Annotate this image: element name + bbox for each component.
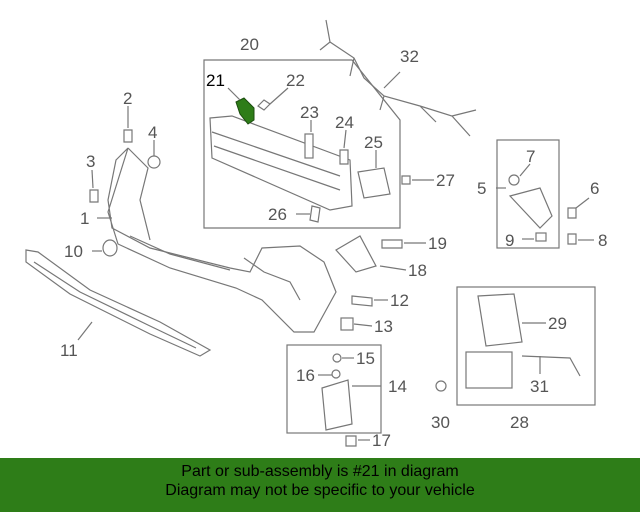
callout-26: 26	[268, 205, 287, 224]
part-18-bracket	[335, 235, 377, 273]
callout-25: 25	[364, 133, 383, 152]
part-15-nut	[332, 353, 342, 363]
callout-22: 22	[286, 71, 305, 90]
part-13-clip	[340, 317, 354, 331]
callout-27: 27	[436, 171, 455, 190]
part-30-grommet	[435, 380, 447, 392]
callout-28: 28	[510, 413, 529, 432]
callout-20: 20	[240, 35, 259, 54]
part-10-cap	[102, 239, 118, 257]
part-4-nut	[147, 155, 161, 169]
callout-23: 23	[300, 103, 319, 122]
callout-24: 24	[335, 113, 354, 132]
part-7-nut	[508, 174, 520, 186]
callout-7: 7	[526, 147, 535, 166]
bumper-reflector	[243, 257, 301, 301]
bumper-cover-edge	[127, 147, 151, 241]
part-14-panel	[321, 379, 353, 431]
part-23-stud	[304, 133, 314, 159]
callout-21: 21	[206, 71, 225, 90]
part-31-cable	[521, 355, 581, 377]
banner-line-1: Part or sub-assembly is #21 in diagram	[181, 463, 459, 480]
part-28-module	[465, 351, 513, 389]
part-21-bracket	[235, 97, 255, 125]
callout-15: 15	[356, 349, 375, 368]
part-27-bolt	[401, 175, 411, 185]
callout-11: 11	[60, 341, 78, 360]
callout-6: 6	[590, 179, 599, 198]
part-2-clip	[123, 129, 133, 143]
callout-29: 29	[548, 314, 567, 333]
callout-32: 32	[400, 47, 419, 66]
callout-13: 13	[374, 317, 393, 336]
callout-10: 10	[64, 242, 83, 261]
part-3-screw	[89, 189, 99, 203]
reinforcement-bar-detail	[211, 131, 341, 191]
leader-lines	[77, 71, 594, 441]
callout-8: 8	[598, 231, 607, 250]
part-24-bolt	[339, 149, 349, 165]
wiring-harness	[319, 19, 477, 137]
lower-valance-detail	[33, 261, 197, 349]
callout-4: 4	[148, 123, 157, 142]
callout-2: 2	[123, 89, 132, 108]
callout-1: 1	[80, 209, 89, 228]
part-26-bolt	[309, 205, 321, 223]
callout-16: 16	[296, 366, 315, 385]
part-12-bolt	[351, 295, 373, 307]
banner-line-2: Diagram may not be specific to your vehi…	[165, 482, 475, 499]
bumper-cover	[107, 147, 337, 333]
part-25-bracket	[357, 167, 391, 199]
callout-14: 14	[388, 377, 407, 396]
info-banner: Part or sub-assembly is #21 in diagram D…	[0, 458, 640, 512]
part-6-bolt	[567, 207, 577, 219]
parts-diagram: 1 2 3 4 5 6 7 8 9 10 11 12 13 14 15 16 1…	[25, 19, 607, 450]
part-5-bracket	[508, 187, 553, 229]
callout-18: 18	[408, 261, 427, 280]
part-16-clip	[331, 369, 341, 379]
callout-30: 30	[431, 413, 450, 432]
callout-9: 9	[505, 231, 514, 250]
reinforcement-bar	[209, 115, 353, 211]
callout-3: 3	[86, 152, 95, 171]
part-19-pin	[381, 239, 403, 249]
part-29-bracket	[477, 293, 523, 347]
callout-31: 31	[530, 377, 549, 396]
callout-19: 19	[428, 234, 447, 253]
part-8-bolt	[567, 233, 577, 245]
lower-valance	[25, 249, 212, 357]
bumper-cover-lower	[129, 235, 231, 271]
part-17-bolt	[345, 435, 357, 447]
callout-12: 12	[390, 291, 409, 310]
callout-17: 17	[372, 431, 391, 450]
part-9-clip	[535, 232, 547, 242]
callout-5: 5	[477, 179, 486, 198]
